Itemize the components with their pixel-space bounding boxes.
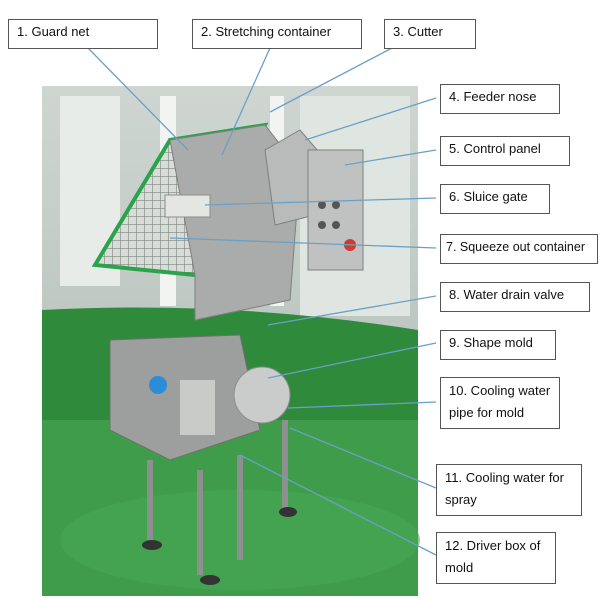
label-cooling-water-spray: 11. Cooling water for spray xyxy=(436,464,582,516)
stretching-container-shape xyxy=(169,124,301,321)
label-sluice-gate: 6. Sluice gate xyxy=(440,184,550,214)
label-guard-net: 1. Guard net xyxy=(8,19,158,49)
sluice-gate-shape xyxy=(164,194,211,218)
label-water-drain-valve: 8. Water drain valve xyxy=(440,282,590,312)
label-feeder-nose: 4. Feeder nose xyxy=(440,84,560,114)
leader-lines xyxy=(87,47,437,556)
label-squeeze-out-container: 7. Squeeze out container xyxy=(440,234,598,264)
label-shape-mold: 9. Shape mold xyxy=(440,330,556,360)
label-cutter: 3. Cutter xyxy=(384,19,476,49)
label-stretching-container: 2. Stretching container xyxy=(192,19,362,49)
frame-legs xyxy=(147,420,288,575)
label-driver-box-of-mold: 12. Driver box of mold xyxy=(436,532,556,584)
label-cooling-water-pipe: 10. Cooling water pipe for mold xyxy=(440,377,560,429)
control-panel-shape xyxy=(307,149,364,271)
label-control-panel: 5. Control panel xyxy=(440,136,570,166)
shape-mold-shape xyxy=(233,366,291,424)
